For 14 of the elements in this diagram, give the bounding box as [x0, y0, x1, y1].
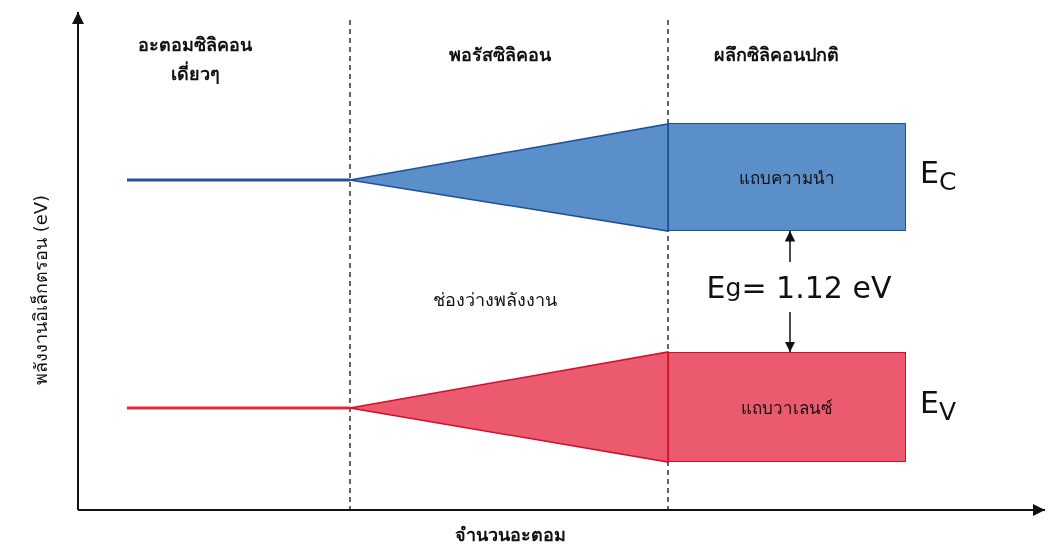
axis-title: พลังงานอิเล็กตรอน (eV)	[28, 193, 52, 388]
band-gap-label: ช่องว่างพลังงาน	[432, 288, 558, 312]
conduction-band-box	[668, 123, 906, 231]
band-edge-symbol: E$_{C}$	[920, 155, 957, 196]
column-heading: อะตอมซิลิคอน เดี่ยวๆ	[137, 33, 253, 86]
arrow	[784, 311, 796, 353]
valence-band-box	[668, 352, 906, 462]
band-label: แถบวาเลนซ์	[741, 396, 833, 420]
axis-title: จำนวนอะตอม	[453, 523, 567, 547]
arrow	[784, 230, 796, 263]
column-heading: ผลึกซิลิคอนปกติ	[712, 43, 840, 67]
band-edge-symbol: E$_{V}$	[920, 385, 957, 426]
band-label: แถบความนำ	[739, 166, 835, 190]
column-heading: พอรัสซิลิคอน	[448, 43, 552, 67]
